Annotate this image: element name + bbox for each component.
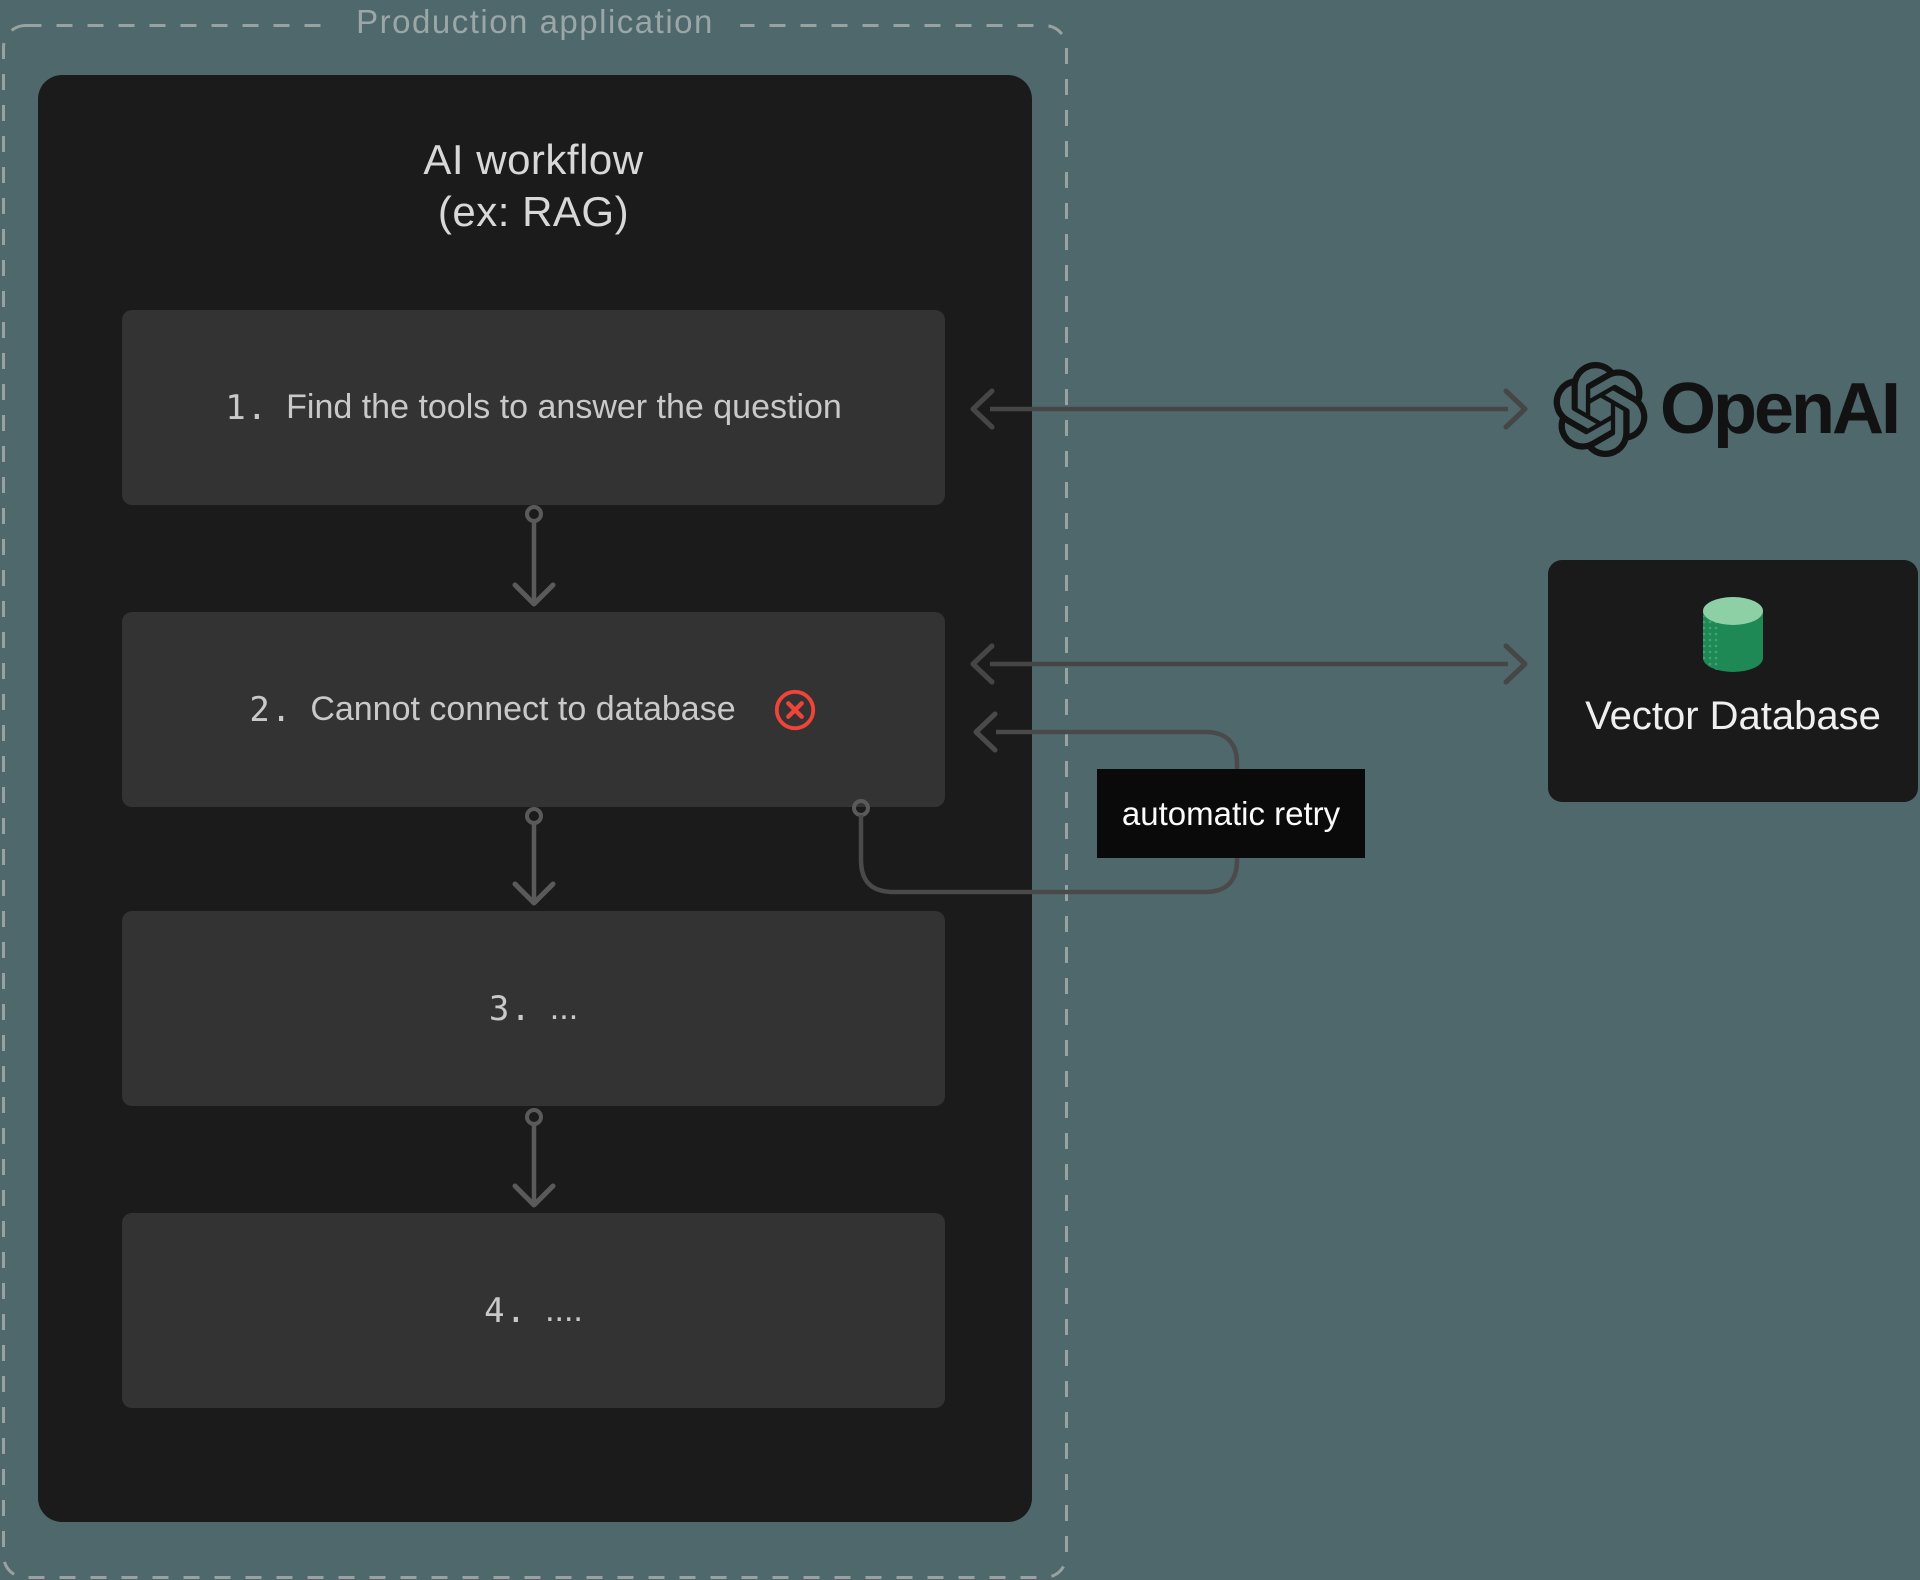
vector-db-arrow xyxy=(970,643,1528,685)
step-text: Cannot connect to database xyxy=(310,690,736,728)
step-number: 2. xyxy=(249,689,293,730)
openai-flower-icon xyxy=(1553,362,1648,457)
step-number: 3. xyxy=(488,988,532,1029)
step-box-3: 3. ... xyxy=(122,911,945,1106)
production-app-label: Production application xyxy=(330,0,740,44)
step-text: ... xyxy=(549,989,579,1027)
step-box-4: 4. .... xyxy=(122,1213,945,1408)
workflow-title-line2: (ex: RAG) xyxy=(437,188,630,235)
step-text: .... xyxy=(545,1291,583,1329)
error-icon xyxy=(774,689,815,730)
workflow-title: AI workflow (ex: RAG) xyxy=(122,134,945,238)
step-number: 1. xyxy=(225,387,269,428)
step-box-2: 2. Cannot connect to database xyxy=(122,612,945,807)
vector-db-card: Vector Database xyxy=(1548,560,1918,802)
openai-wordmark: OpenAI xyxy=(1660,369,1901,449)
openai-arrow xyxy=(970,388,1528,430)
step-text: Find the tools to answer the question xyxy=(286,388,842,426)
vector-db-label: Vector Database xyxy=(1585,694,1881,738)
openai-logo: OpenAI xyxy=(1553,362,1901,457)
workflow-title-line1: AI workflow xyxy=(423,136,644,183)
retry-label: automatic retry xyxy=(1097,769,1365,858)
step-number: 4. xyxy=(484,1290,528,1331)
database-icon xyxy=(1702,597,1763,672)
step-box-1: 1. Find the tools to answer the question xyxy=(122,310,945,505)
